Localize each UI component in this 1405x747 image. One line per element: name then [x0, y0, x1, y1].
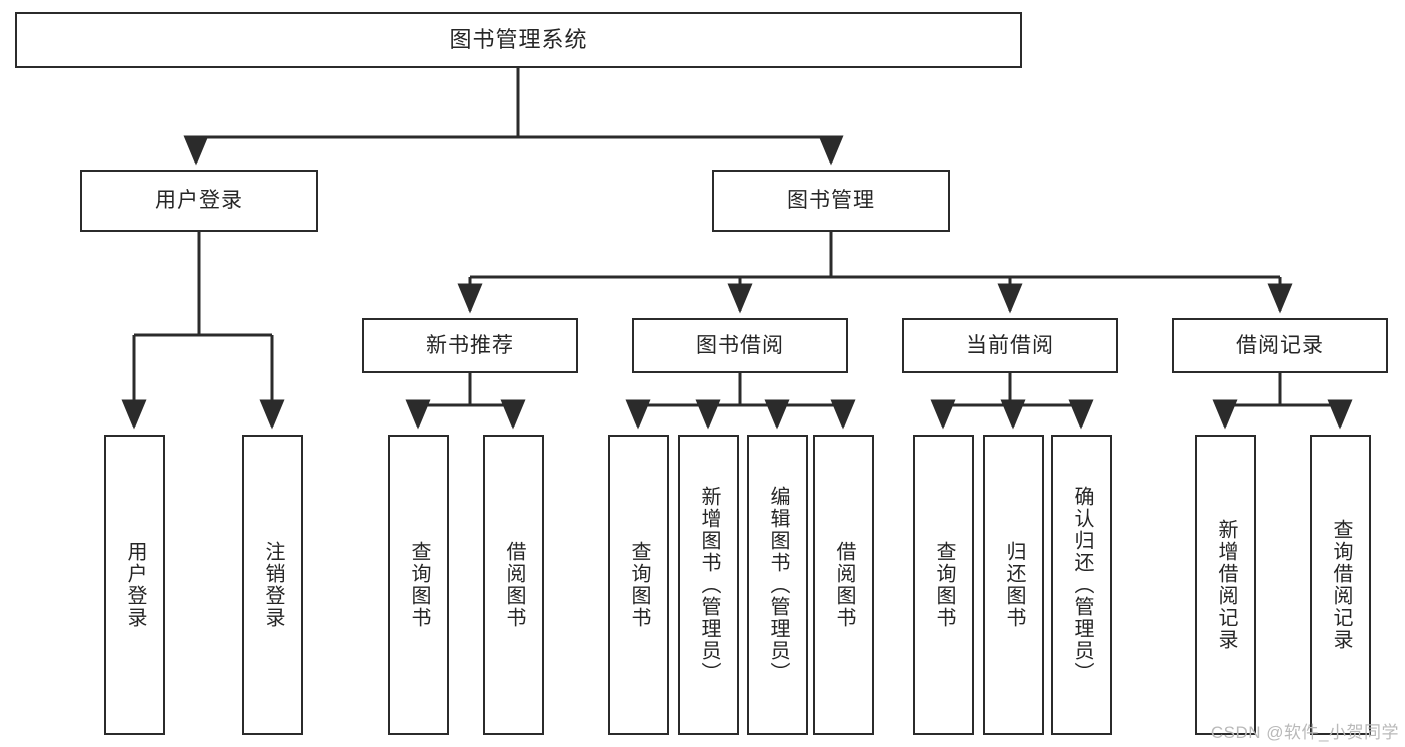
leaf-node-label: 新增图书（管理员） [698, 486, 720, 684]
leaf-node[interactable]: 查询图书 [913, 435, 974, 735]
node-borrow-record-label: 借阅记录 [1236, 333, 1324, 357]
leaf-node[interactable]: 查询图书 [388, 435, 449, 735]
leaf-node-label: 确认归还（管理员） [1071, 486, 1093, 684]
node-current-borrow-label: 当前借阅 [966, 333, 1054, 357]
leaf-node-label: 编辑图书（管理员） [767, 486, 789, 684]
leaf-node-label: 查询图书 [933, 541, 955, 629]
node-user-login[interactable]: 用户登录 [80, 170, 318, 232]
node-new-book-recommend-label: 新书推荐 [426, 333, 514, 357]
leaf-node-label: 借阅图书 [503, 541, 525, 629]
leaf-node[interactable]: 归还图书 [983, 435, 1044, 735]
node-borrow-record[interactable]: 借阅记录 [1172, 318, 1388, 373]
node-root[interactable]: 图书管理系统 [15, 12, 1022, 68]
leaf-node-label: 归还图书 [1003, 541, 1025, 629]
leaf-node-label: 查询借阅记录 [1330, 519, 1352, 651]
leaf-node-label: 注销登录 [262, 541, 284, 629]
csdn-watermark: CSDN @软件_小贺同学 [1210, 723, 1399, 742]
leaf-node[interactable]: 注销登录 [242, 435, 303, 735]
node-book-management-label: 图书管理 [787, 189, 875, 213]
leaf-node[interactable]: 查询借阅记录 [1310, 435, 1371, 735]
leaf-node-label: 查询图书 [628, 541, 650, 629]
node-book-borrow-label: 图书借阅 [696, 333, 784, 357]
leaf-node-label: 新增借阅记录 [1215, 519, 1237, 651]
node-root-label: 图书管理系统 [449, 26, 588, 52]
leaf-node[interactable]: 用户登录 [104, 435, 165, 735]
leaf-node-label: 查询图书 [408, 541, 430, 629]
node-book-borrow[interactable]: 图书借阅 [632, 318, 848, 373]
leaf-node[interactable]: 查询图书 [608, 435, 669, 735]
leaf-node[interactable]: 编辑图书（管理员） [747, 435, 808, 735]
leaf-node[interactable]: 借阅图书 [483, 435, 544, 735]
node-new-book-recommend[interactable]: 新书推荐 [362, 318, 578, 373]
leaf-node[interactable]: 新增借阅记录 [1195, 435, 1256, 735]
node-current-borrow[interactable]: 当前借阅 [902, 318, 1118, 373]
leaf-node[interactable]: 新增图书（管理员） [678, 435, 739, 735]
node-user-login-label: 用户登录 [155, 189, 243, 213]
leaf-node[interactable]: 确认归还（管理员） [1051, 435, 1112, 735]
leaf-node[interactable]: 借阅图书 [813, 435, 874, 735]
leaf-node-label: 借阅图书 [833, 541, 855, 629]
node-book-management[interactable]: 图书管理 [712, 170, 950, 232]
leaf-node-label: 用户登录 [124, 541, 146, 629]
